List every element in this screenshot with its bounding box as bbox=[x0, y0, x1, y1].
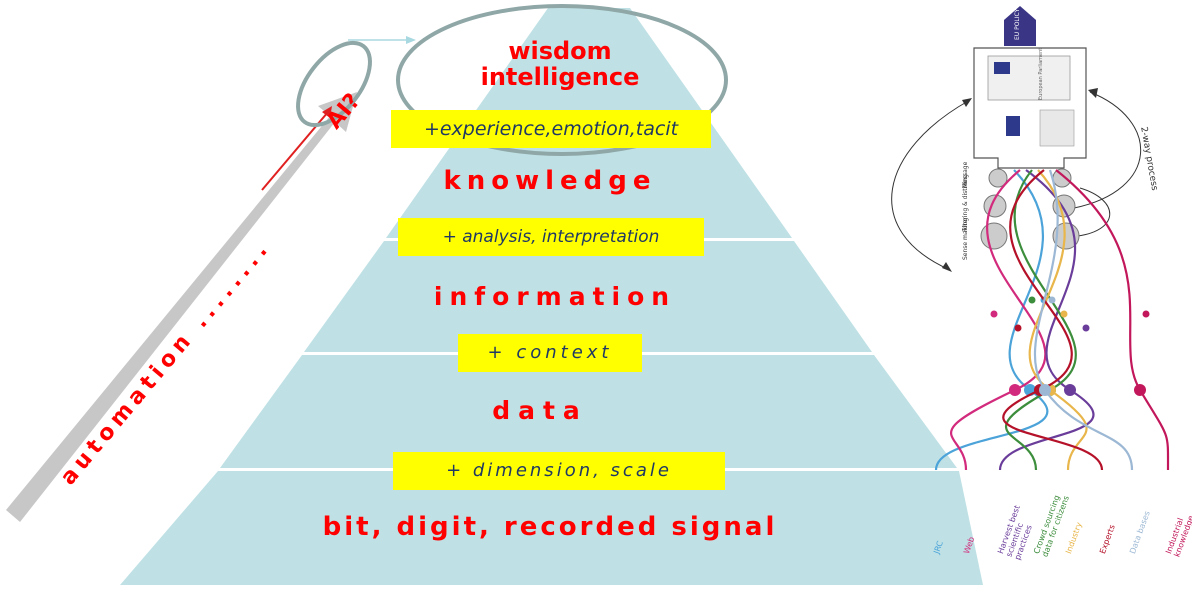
source-strand bbox=[950, 169, 1047, 471]
two-way-arc-left bbox=[891, 99, 971, 271]
stage-sense-label: Sense making bbox=[962, 217, 969, 260]
arc-left-head-bottom bbox=[942, 262, 952, 272]
wisdom-ellipse bbox=[396, 4, 728, 156]
source-strand bbox=[1005, 169, 1077, 471]
red-arrow-head bbox=[322, 106, 332, 118]
data-label: data bbox=[492, 396, 588, 425]
pyramid-band-bit bbox=[120, 471, 983, 585]
source-node-small bbox=[1142, 310, 1150, 318]
pyramid-band-information bbox=[304, 241, 872, 352]
source-strand bbox=[1002, 169, 1104, 471]
council-photo bbox=[1039, 109, 1075, 147]
dial-message-right bbox=[1052, 168, 1072, 188]
eu-flag-2 bbox=[1006, 116, 1020, 136]
ai-ellipse bbox=[296, 40, 372, 128]
parliament-label: European Parliament bbox=[1038, 47, 1044, 100]
wisdom-label: wisdom bbox=[508, 37, 612, 65]
automation-arrow bbox=[6, 92, 357, 522]
eu-flag-1 bbox=[994, 62, 1010, 74]
dial-sense-left bbox=[980, 222, 1008, 250]
source-strand bbox=[1028, 169, 1088, 471]
source-strand bbox=[1055, 169, 1170, 471]
information-label: information bbox=[433, 282, 677, 311]
connector-arrow-head bbox=[406, 36, 416, 44]
source-strands bbox=[934, 169, 1170, 471]
source-node bbox=[1039, 384, 1051, 396]
source-node-small bbox=[1014, 324, 1022, 332]
knowledge-label: knowledge bbox=[443, 166, 657, 196]
eu-policy-tag bbox=[1004, 6, 1036, 46]
loop-arc-small bbox=[1077, 187, 1111, 237]
source-node bbox=[1064, 384, 1076, 396]
source-strand bbox=[1033, 169, 1134, 471]
source-node-small bbox=[1048, 296, 1056, 304]
arc-right-head bbox=[1088, 88, 1098, 98]
transition-experience: +experience,emotion,tacit bbox=[391, 110, 711, 148]
arc-left-head-top bbox=[962, 98, 972, 107]
transition-analysis: + analysis, interpretation bbox=[398, 218, 704, 256]
source-node-small bbox=[1028, 296, 1036, 304]
eu-policy-tag-label: EU POLICY bbox=[1014, 8, 1021, 40]
source-node-small bbox=[1060, 310, 1068, 318]
bit-label: bit, digit, recorded signal bbox=[322, 512, 778, 542]
source-node bbox=[1134, 384, 1146, 396]
transition-dimension: + dimension, scale bbox=[393, 452, 725, 490]
intelligence-label: intelligence bbox=[480, 63, 640, 91]
source-node-small bbox=[1082, 324, 1090, 332]
source-node-small bbox=[990, 310, 998, 318]
dial-message-left bbox=[988, 168, 1008, 188]
source-node bbox=[1009, 384, 1021, 396]
transition-context: + context bbox=[458, 334, 642, 372]
pyramid-band-data bbox=[220, 355, 957, 468]
